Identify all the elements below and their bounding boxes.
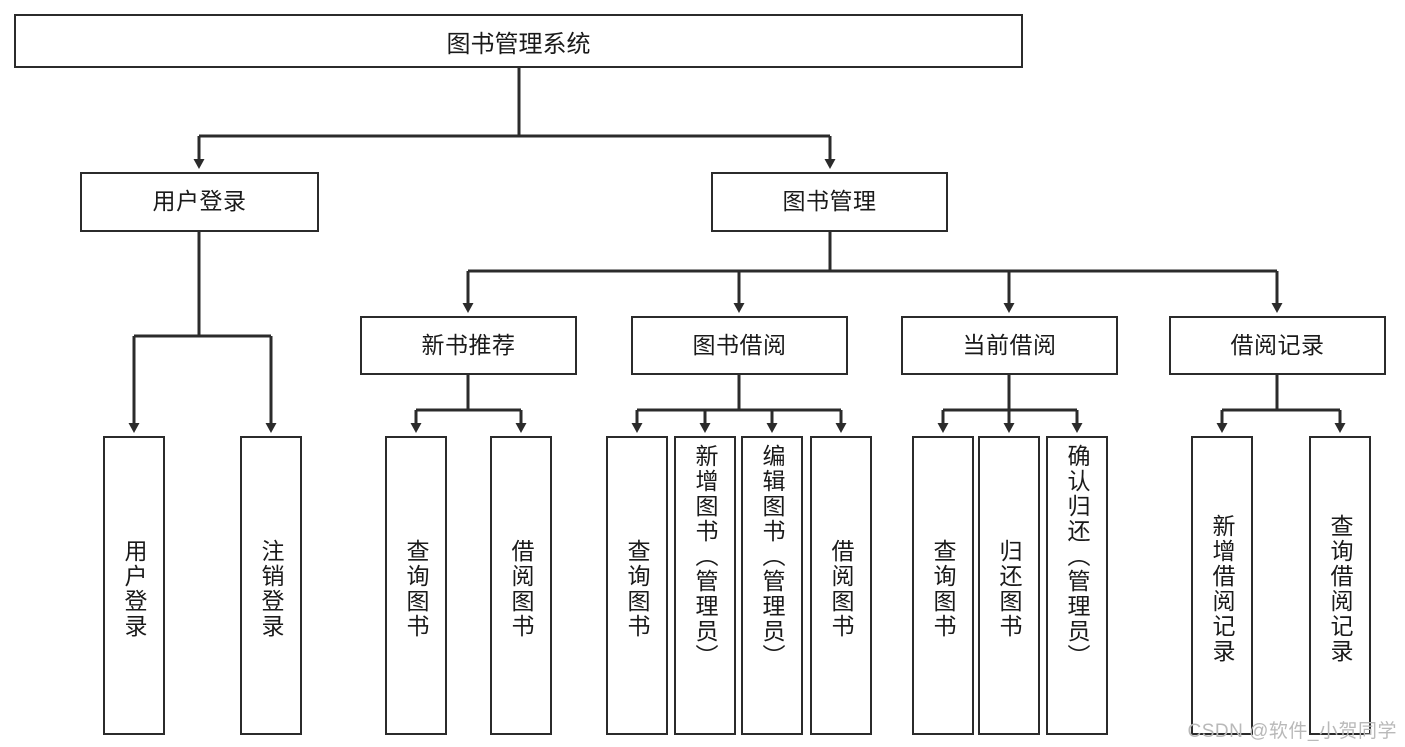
leaf-text-wrap: 新增借阅记录: [1193, 444, 1251, 733]
leaf-text-wrap: 新增图书（管理员）: [676, 444, 734, 733]
node-book-management[interactable]: 图书管理: [711, 172, 948, 232]
leaf-label: 查询图书: [624, 538, 651, 639]
leaf-return-book[interactable]: 归还图书: [978, 436, 1040, 735]
leaf-add-book-admin[interactable]: 新增图书（管理员）: [674, 436, 736, 735]
node-new-book-recommend[interactable]: 新书推荐: [360, 316, 577, 375]
node-label: 当前借阅: [962, 331, 1057, 358]
leaf-label: 查询图书: [930, 538, 957, 639]
leaf-label: 编辑图书（管理员）: [759, 444, 786, 669]
node-label: 图书管理: [782, 188, 877, 215]
leaf-text-wrap: 借阅图书: [492, 444, 550, 733]
node-current-borrow[interactable]: 当前借阅: [901, 316, 1118, 375]
csdn-watermark: CSDN @软件_小贺同学: [1187, 721, 1397, 742]
leaf-label: 借阅图书: [508, 538, 535, 639]
leaf-text-wrap: 归还图书: [980, 444, 1038, 733]
leaf-text-wrap: 查询图书: [914, 444, 972, 733]
leaf-label: 用户登录: [121, 538, 148, 639]
leaf-borrow-book-recommend[interactable]: 借阅图书: [490, 436, 552, 735]
node-book-borrow[interactable]: 图书借阅: [631, 316, 848, 375]
leaf-edit-book-admin[interactable]: 编辑图书（管理员）: [741, 436, 803, 735]
leaf-label: 归还图书: [996, 538, 1023, 639]
leaf-label: 新增图书（管理员）: [692, 444, 719, 669]
leaf-label: 注销登录: [258, 538, 285, 639]
leaf-text-wrap: 借阅图书: [812, 444, 870, 733]
leaf-add-borrow-record[interactable]: 新增借阅记录: [1191, 436, 1253, 735]
leaf-text-wrap: 用户登录: [105, 444, 163, 733]
leaf-query-book-borrow[interactable]: 查询图书: [606, 436, 668, 735]
leaf-label: 新增借阅记录: [1209, 513, 1236, 664]
leaf-label: 查询图书: [403, 538, 430, 639]
node-borrow-record[interactable]: 借阅记录: [1169, 316, 1386, 375]
leaf-label: 借阅图书: [828, 538, 855, 639]
leaf-text-wrap: 查询图书: [387, 444, 445, 733]
leaf-text-wrap: 查询图书: [608, 444, 666, 733]
leaf-user-login[interactable]: 用户登录: [103, 436, 165, 735]
leaf-query-borrow-record[interactable]: 查询借阅记录: [1309, 436, 1371, 735]
node-label: 图书管理系统: [446, 30, 591, 58]
leaf-confirm-return-admin[interactable]: 确认归还（管理员）: [1046, 436, 1108, 735]
node-root-book-management-system[interactable]: 图书管理系统: [14, 14, 1023, 68]
node-label: 图书借阅: [692, 331, 787, 358]
leaf-query-book-current[interactable]: 查询图书: [912, 436, 974, 735]
leaf-label: 确认归还（管理员）: [1064, 444, 1091, 669]
node-label: 用户登录: [152, 188, 247, 215]
leaf-query-book-recommend[interactable]: 查询图书: [385, 436, 447, 735]
leaf-text-wrap: 确认归还（管理员）: [1048, 444, 1106, 733]
node-label: 借阅记录: [1230, 331, 1325, 358]
leaf-text-wrap: 注销登录: [242, 444, 300, 733]
leaf-borrow-book[interactable]: 借阅图书: [810, 436, 872, 735]
node-label: 新书推荐: [421, 331, 516, 358]
leaf-user-logout[interactable]: 注销登录: [240, 436, 302, 735]
leaf-text-wrap: 编辑图书（管理员）: [743, 444, 801, 733]
node-user-login[interactable]: 用户登录: [80, 172, 319, 232]
leaf-text-wrap: 查询借阅记录: [1311, 444, 1369, 733]
leaf-label: 查询借阅记录: [1327, 513, 1354, 664]
